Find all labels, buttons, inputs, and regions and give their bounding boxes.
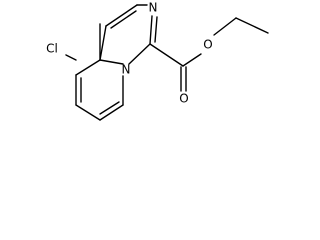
bond-n-c8a xyxy=(99,59,124,65)
carbonyl-oxygen-label: O xyxy=(179,92,188,106)
bond-c3-n-bridge xyxy=(128,43,151,65)
bond-carbonyl-o-ester xyxy=(182,53,202,67)
chlorine-label: Cl xyxy=(46,42,58,56)
bond-c6-c5 xyxy=(75,104,101,121)
imidazole-nitrogen-label: N xyxy=(149,1,158,15)
bond-c8-cl xyxy=(65,54,77,61)
bridgehead-nitrogen-label: N xyxy=(122,63,131,77)
bond-c1-c2 xyxy=(105,4,138,27)
bond-c5-c4-inner xyxy=(99,101,120,115)
bond-c1-c2-inner xyxy=(110,10,137,29)
bond-c3-carbonyl xyxy=(149,43,184,67)
bond-c5-c4 xyxy=(99,104,124,121)
bond-ch2-ch3 xyxy=(235,17,269,34)
ester-oxygen-label: O xyxy=(203,38,212,52)
bond-c8-c7 xyxy=(75,59,101,76)
bond-n2-c3 xyxy=(149,15,153,45)
bond-o-ch2 xyxy=(213,17,237,36)
bond-n2-c3-inner xyxy=(154,16,158,43)
molecule-structure-diagram: Cl N N O O xyxy=(46,1,269,121)
bond-c8a-c1 xyxy=(99,25,107,61)
